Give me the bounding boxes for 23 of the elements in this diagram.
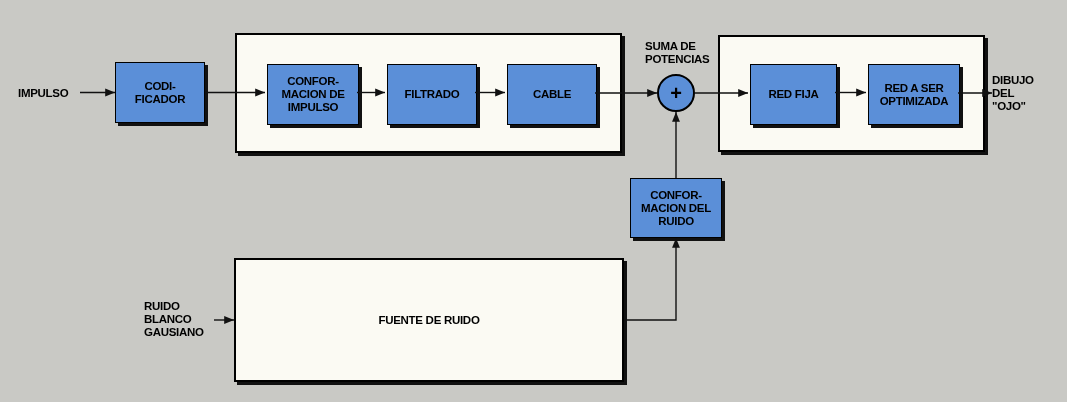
arrow (834, 88, 867, 97)
node-caption: SUMA DE POTENCIAS (645, 40, 711, 66)
group-box (235, 33, 622, 153)
process-box: CONFOR- MACION DE IMPULSO (267, 64, 359, 125)
arrow (213, 316, 235, 324)
signal-label: RUIDO BLANCO GAUSIANO (144, 295, 214, 343)
arrow (672, 111, 680, 179)
arrow (79, 88, 116, 97)
signal-label: IMPULSO (18, 84, 80, 102)
process-box: FILTRADO (387, 64, 477, 125)
arrow (957, 89, 993, 97)
process-box: RED A SER OPTIMIZADA (868, 64, 960, 125)
source-box: FUENTE DE RUIDO (234, 258, 624, 382)
group-box (718, 35, 985, 152)
process-box: CABLE (507, 64, 597, 125)
arrow (694, 89, 749, 97)
arrow (356, 88, 386, 97)
process-box: CODI- FICADOR (115, 62, 205, 123)
process-box: RED FIJA (750, 64, 837, 125)
process-box: CONFOR- MACION DEL RUIDO (630, 178, 722, 238)
arrow (594, 89, 658, 97)
signal-label: DIBUJO DEL "OJO" (992, 68, 1044, 118)
arrow (474, 88, 506, 97)
